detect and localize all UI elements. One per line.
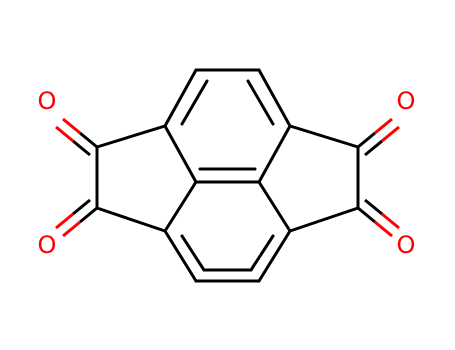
bond [257, 180, 292, 233]
carbonyl-bond [374, 117, 393, 135]
carbon-skeleton [95, 68, 360, 283]
carbonyl-bond [55, 212, 74, 230]
carbonyl-bond [62, 220, 81, 238]
bond [163, 124, 198, 184]
bond-double-inner [249, 234, 275, 272]
bond [95, 206, 167, 233]
carbonyl-bond [364, 139, 383, 157]
carbonyl-bond [381, 125, 400, 143]
bond [95, 124, 167, 149]
carbonyl-bond [55, 125, 74, 143]
bond [257, 229, 292, 283]
oxygen-label: O [397, 87, 416, 115]
bond-double-inner [180, 234, 206, 272]
bond [257, 124, 292, 184]
bond-double-inner [246, 79, 275, 126]
carbonyl-bond [72, 139, 91, 157]
oxygen-label: O [38, 231, 57, 259]
carbonyl-bond [357, 131, 376, 149]
bond [288, 206, 360, 233]
bond [163, 229, 198, 283]
carbonyl-bond [364, 198, 383, 216]
carbonyl-bond [72, 198, 91, 216]
carbonyl-bond [357, 206, 376, 224]
oxygen-label: O [38, 87, 57, 115]
bond [257, 68, 292, 128]
carbonyl-bond [79, 131, 98, 149]
bond [288, 124, 360, 149]
bond-double-inner [180, 79, 209, 126]
bond [163, 180, 198, 233]
carbonyl-bond [381, 212, 400, 230]
carbonyl-bond [374, 220, 393, 238]
carbonyl-bond [79, 206, 98, 224]
bond [163, 68, 198, 128]
carbonyl-bond [62, 117, 81, 135]
carbonyl-bonds [55, 117, 400, 238]
oxygen-label: O [397, 231, 416, 259]
atom-labels: O O O O [38, 87, 416, 259]
